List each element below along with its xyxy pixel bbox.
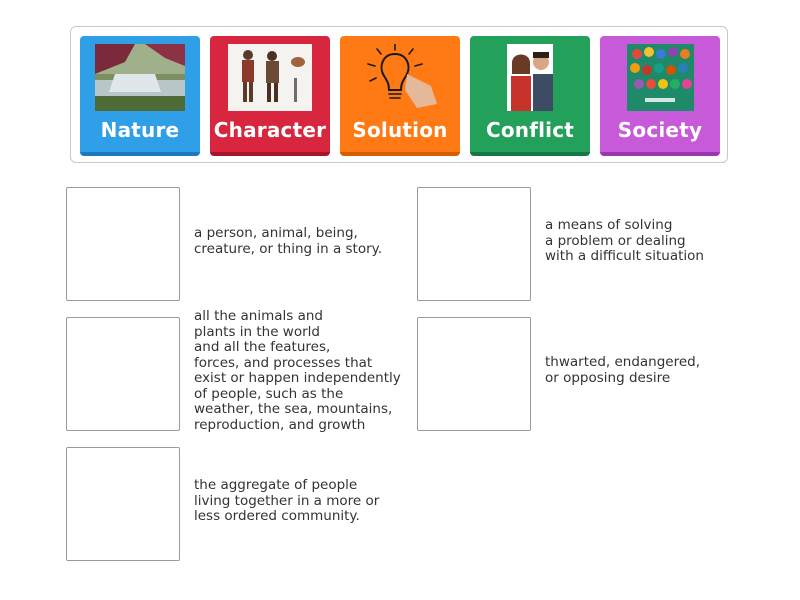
card-label: Character <box>213 118 327 142</box>
card-label: Society <box>617 118 703 142</box>
card-label: Solution <box>352 118 448 142</box>
card-solution[interactable]: Solution <box>340 36 460 156</box>
nature-waterfall-image <box>95 44 185 111</box>
definition-text-3: all the animals and plants in the world … <box>194 308 401 433</box>
arguing-couple-image <box>507 44 553 111</box>
definition-text-2: a means of solving a problem or dealing … <box>545 217 704 264</box>
definition-text-1: a person, animal, being, creature, or th… <box>194 225 383 257</box>
drop-slot-1[interactable] <box>66 187 180 301</box>
card-label: Nature <box>100 118 180 142</box>
definition-text-4: thwarted, endangered, or opposing desire <box>545 354 701 386</box>
card-nature[interactable]: Nature <box>80 36 200 156</box>
drop-slot-4[interactable] <box>417 317 531 431</box>
answer-card-tray: Nature Character <box>70 26 728 163</box>
drop-slot-2[interactable] <box>417 187 531 301</box>
card-society[interactable]: Society <box>600 36 720 156</box>
drop-slot-3[interactable] <box>66 317 180 431</box>
diverse-crowd-image <box>627 44 694 111</box>
character-warriors-image <box>228 44 312 111</box>
card-character[interactable]: Character <box>210 36 330 156</box>
card-conflict[interactable]: Conflict <box>470 36 590 156</box>
lightbulb-sketch-image <box>355 44 445 111</box>
card-label: Conflict <box>485 118 575 142</box>
definition-text-5: the aggregate of people living together … <box>194 477 380 524</box>
drop-slot-5[interactable] <box>66 447 180 561</box>
